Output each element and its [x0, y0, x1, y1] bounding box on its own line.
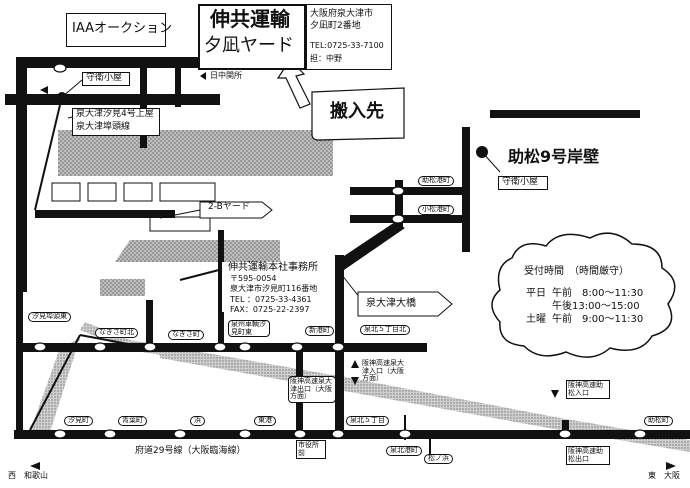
int-sembokukei: 泉北港町 [386, 446, 422, 456]
int-sembokucho5: 泉北５丁目 [346, 416, 389, 426]
int-shinkocho: 新港町 [305, 326, 334, 336]
int-aoyamacho: 青葉町 [118, 416, 147, 426]
yard-name: 夕凪ヤード [204, 35, 294, 56]
guardhouse-berth: 守衛小屋 [502, 177, 539, 187]
yard-address-1: 大阪府泉大津市 [310, 9, 374, 19]
weekday-pm: 午後13:00～15:00 [552, 301, 640, 312]
hours-cloud [491, 232, 676, 358]
auction-box [66, 13, 166, 47]
auction-label: IAAオークション [72, 21, 172, 36]
int-hama: 浜 [190, 416, 205, 426]
building-4 [159, 182, 216, 202]
yard-2b: 2-Bヤード [208, 202, 250, 212]
head-office-box [222, 262, 334, 312]
saturday-label: 土曜 [526, 314, 546, 325]
building-2 [87, 182, 117, 202]
bridge-callout [357, 291, 453, 317]
saturday-am: 午前 9:00～11:30 [552, 314, 644, 325]
head-office-fax: FAX：0725-22-2397 [230, 305, 310, 314]
head-office-address: 泉大津市汐見町116番地 [230, 284, 318, 293]
int-nagisa-north: なぎさ町北 [95, 328, 138, 338]
yard-tel: TEL:0725-33-7100 [310, 41, 384, 50]
small-depot [100, 279, 145, 296]
int-nagisa: なぎさ町 [168, 330, 204, 340]
weekday-label: 平日 [526, 288, 546, 299]
yard-strip-tip [100, 240, 130, 262]
int-sukematsu-dori: 助松港町 [418, 176, 454, 186]
route29-label: 府道29号線（大阪臨海線） [135, 446, 246, 456]
int-hanshin-exit-right: 阪神高速助松出口 [566, 446, 610, 466]
head-office-tel: TEL ：0725-33-4361 [230, 295, 312, 304]
int-matsunohama: 松ノ浜 [424, 454, 453, 464]
expressway-left [30, 338, 80, 432]
warehouse-area [58, 130, 333, 176]
guardhouse-berth-box [498, 176, 548, 190]
nakasekisho-label: 日中関所 [210, 71, 242, 80]
hours-title: 受付時間 （時間厳守） [524, 266, 629, 277]
int-higashi: 東港 [254, 416, 276, 426]
yard-address-2: 夕凪町2番地 [310, 21, 361, 31]
east-label: 東 大阪 [648, 471, 680, 480]
yard2b-callout [199, 201, 273, 219]
building-3 [123, 182, 153, 202]
int-hanshin-entrance-right: 阪神高速助松入口 [566, 380, 610, 400]
int-komatsu: 小松港町 [418, 205, 454, 215]
expressway-main [160, 345, 690, 452]
head-office-name: 伸共運輸本社事務所 [228, 262, 318, 273]
guardhouse-small: 守衛小屋 [86, 73, 123, 83]
weekday-am: 午前 8:00～11:30 [552, 288, 644, 299]
shiomi-box [72, 108, 160, 136]
int-hanshin-north: 阪神高速泉大津入口（大阪方面） [362, 359, 404, 383]
int-city-hall: 市役所前 [296, 440, 326, 460]
building-5 [149, 216, 211, 232]
int-shiomicho: 汐見町 [64, 416, 93, 426]
company-name: 伸共運輸 [210, 7, 290, 31]
delivery-arrow [276, 59, 311, 109]
direction-arrows [30, 72, 676, 470]
bridge-label: 泉大津大橋 [366, 298, 416, 309]
head-office-postal: 〒595-0054 [230, 274, 277, 283]
west-label: 西 和歌山 [8, 471, 48, 480]
guardhouse-box [82, 72, 130, 86]
yard-contact: 担：中野 [310, 54, 342, 63]
shiomi-line2: 泉大津埠頭線 [76, 122, 131, 132]
signal-markers [33, 63, 647, 439]
int-sembokucho: 泉北５丁目北 [360, 325, 410, 335]
int-sukematsu: 助松町 [644, 416, 673, 426]
berth-label: 助松9号岸壁 [508, 147, 600, 166]
yard-box [198, 4, 306, 70]
shiomi-line1: 泉大津汐見4号上屋 [76, 109, 154, 119]
yard-strip [100, 240, 280, 262]
building-1 [51, 182, 81, 202]
delivery-destination: 搬入先 [330, 101, 384, 122]
int-senshu-depot: 泉州車輌汐見町東 [228, 320, 270, 338]
delivery-banner [311, 87, 405, 141]
int-hanshin-in-left: 阪神高速泉大津出口（大阪方面） [288, 376, 336, 404]
int-shiomi-sakura: 汐見埠頭東 [28, 312, 71, 322]
yard-address-box [306, 4, 392, 70]
